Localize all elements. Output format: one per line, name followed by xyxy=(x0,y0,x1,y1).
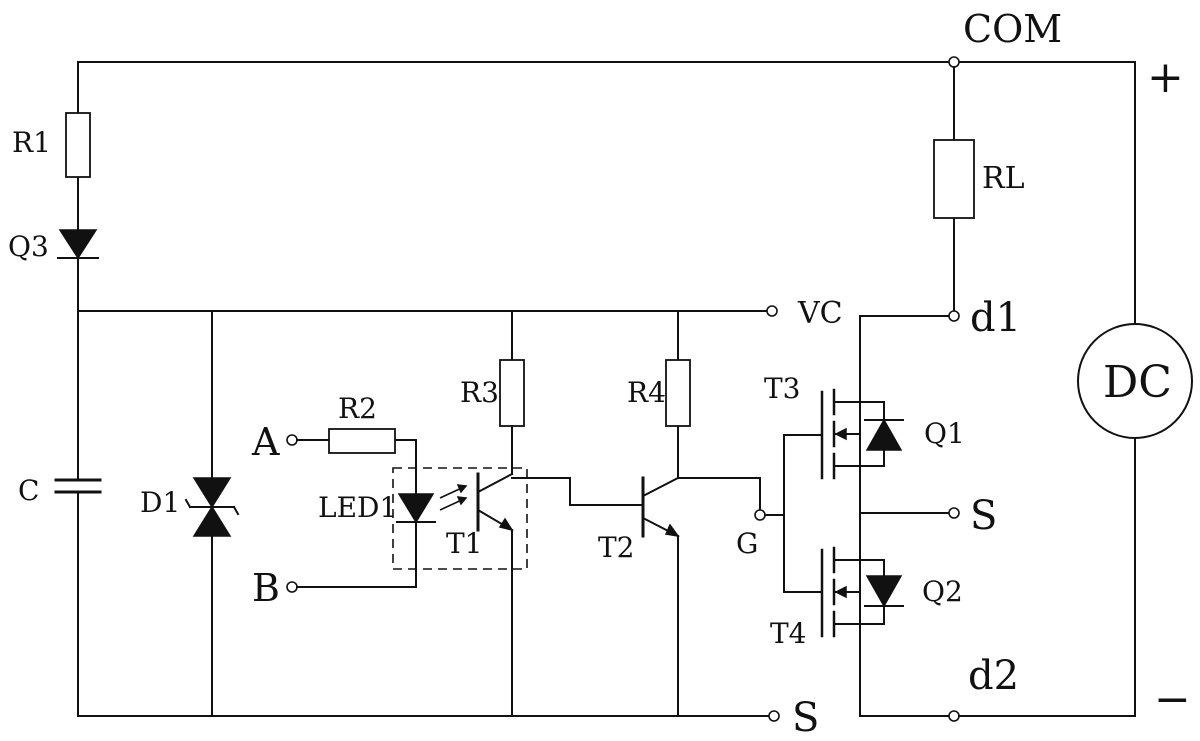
a-terminal xyxy=(286,434,298,446)
s-mid-terminal xyxy=(948,507,960,519)
transistor-t2 xyxy=(641,476,680,538)
resistor-r2 xyxy=(328,428,396,454)
label-s-bottom: S xyxy=(792,695,819,741)
label-r2: R2 xyxy=(338,392,377,425)
label-vc: VC xyxy=(797,296,843,331)
label-q1: Q1 xyxy=(924,417,965,450)
label-t1: T1 xyxy=(446,527,483,560)
label-a: A xyxy=(251,420,280,464)
label-q2: Q2 xyxy=(922,575,963,608)
label-dc: DC xyxy=(1103,357,1172,408)
resistor-rl xyxy=(933,139,975,219)
label-q3: Q3 xyxy=(8,230,49,263)
diode-q2 xyxy=(864,575,904,608)
label-t2: T2 xyxy=(598,531,635,564)
label-s-mid: S xyxy=(970,493,997,539)
label-b: B xyxy=(252,566,280,610)
mosfet-t3 xyxy=(820,388,861,480)
label-c: C xyxy=(18,474,39,507)
d2-terminal xyxy=(948,710,960,722)
resistor-r4 xyxy=(665,359,691,427)
mosfet-t4 xyxy=(820,546,861,638)
resistor-r1 xyxy=(65,112,91,178)
gate-wires xyxy=(764,434,823,593)
label-d1-terminal: d1 xyxy=(970,295,1021,341)
label-r1: R1 xyxy=(12,126,51,159)
label-plus: + xyxy=(1147,52,1184,103)
label-t3: T3 xyxy=(764,372,801,405)
label-r3: R3 xyxy=(460,376,499,409)
resistor-r3 xyxy=(499,359,525,427)
label-d2-terminal: d2 xyxy=(968,653,1019,699)
label-d1: D1 xyxy=(140,486,180,519)
r3-branch-wire xyxy=(511,310,644,717)
diode-d1 xyxy=(184,310,240,717)
d1-terminal xyxy=(948,310,960,322)
label-g: G xyxy=(736,527,758,560)
diode-q1 xyxy=(864,418,904,451)
vc-terminal xyxy=(766,305,778,317)
s-bottom-terminal xyxy=(768,710,780,722)
label-led1: LED1 xyxy=(318,491,397,524)
label-minus: − xyxy=(1154,674,1191,725)
g-terminal xyxy=(754,509,766,521)
optocoupler-box xyxy=(392,467,528,570)
label-t4: T4 xyxy=(770,617,807,650)
mosfet-column-wires xyxy=(859,315,949,717)
input-wires xyxy=(296,439,417,588)
dc-source xyxy=(958,323,1193,717)
label-com: COM xyxy=(963,7,1062,51)
label-rl: RL xyxy=(982,161,1025,196)
diode-q3 xyxy=(57,229,99,260)
transistor-t1 xyxy=(476,472,514,532)
com-terminal xyxy=(948,56,960,68)
capacitor-c xyxy=(54,478,102,494)
label-r4: R4 xyxy=(627,376,666,409)
led-led1 xyxy=(396,484,468,524)
b-terminal xyxy=(286,581,298,593)
r4-branch-wire xyxy=(677,310,761,717)
